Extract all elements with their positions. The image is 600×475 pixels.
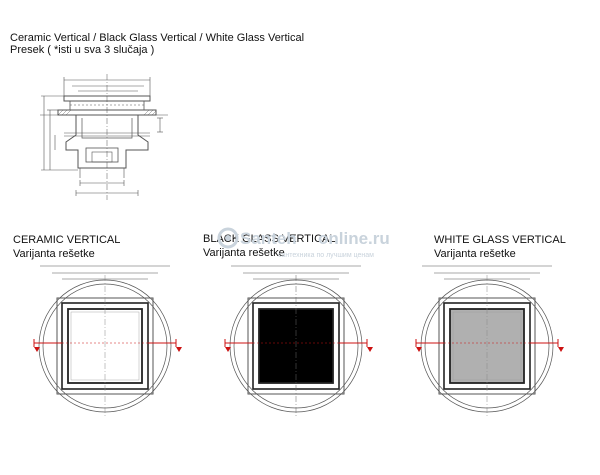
panel-subtitle-white-glass: Varijanta rešetke — [434, 248, 516, 260]
watermark-logo: Santeh online.ru сантехника по лучшим це… — [217, 227, 390, 259]
plan-view-black-glass — [224, 265, 373, 417]
plan-view-ceramic — [33, 265, 182, 417]
panel-subtitle-black-glass: Varijanta rešetke — [203, 247, 285, 259]
panel-subtitle-ceramic: Varijanta rešetke — [13, 248, 95, 260]
section-arrow-right — [558, 347, 564, 352]
section-arrow-left — [225, 347, 231, 352]
panel-title-ceramic: CERAMIC VERTICAL — [13, 234, 121, 246]
section-line — [415, 339, 559, 347]
section-line — [224, 339, 368, 347]
page-title: Ceramic Vertical / Black Glass Vertical … — [10, 32, 305, 44]
section-arrow-left — [34, 347, 40, 352]
plan-view-white-glass — [415, 265, 564, 417]
section-arrow-left — [416, 347, 422, 352]
watermark-brand-left: Santeh — [240, 229, 297, 248]
section-arrow-right — [176, 347, 182, 352]
page-subtitle: Presek ( *isti u sva 3 slučaja ) — [10, 44, 155, 56]
section-line — [33, 339, 177, 347]
watermark-brand-right: online.ru — [318, 229, 390, 248]
watermark-tagline: сантехника по лучшим ценам — [278, 252, 374, 259]
section-arrow-right — [367, 347, 373, 352]
panel-title-white-glass: WHITE GLASS VERTICAL — [434, 234, 566, 246]
